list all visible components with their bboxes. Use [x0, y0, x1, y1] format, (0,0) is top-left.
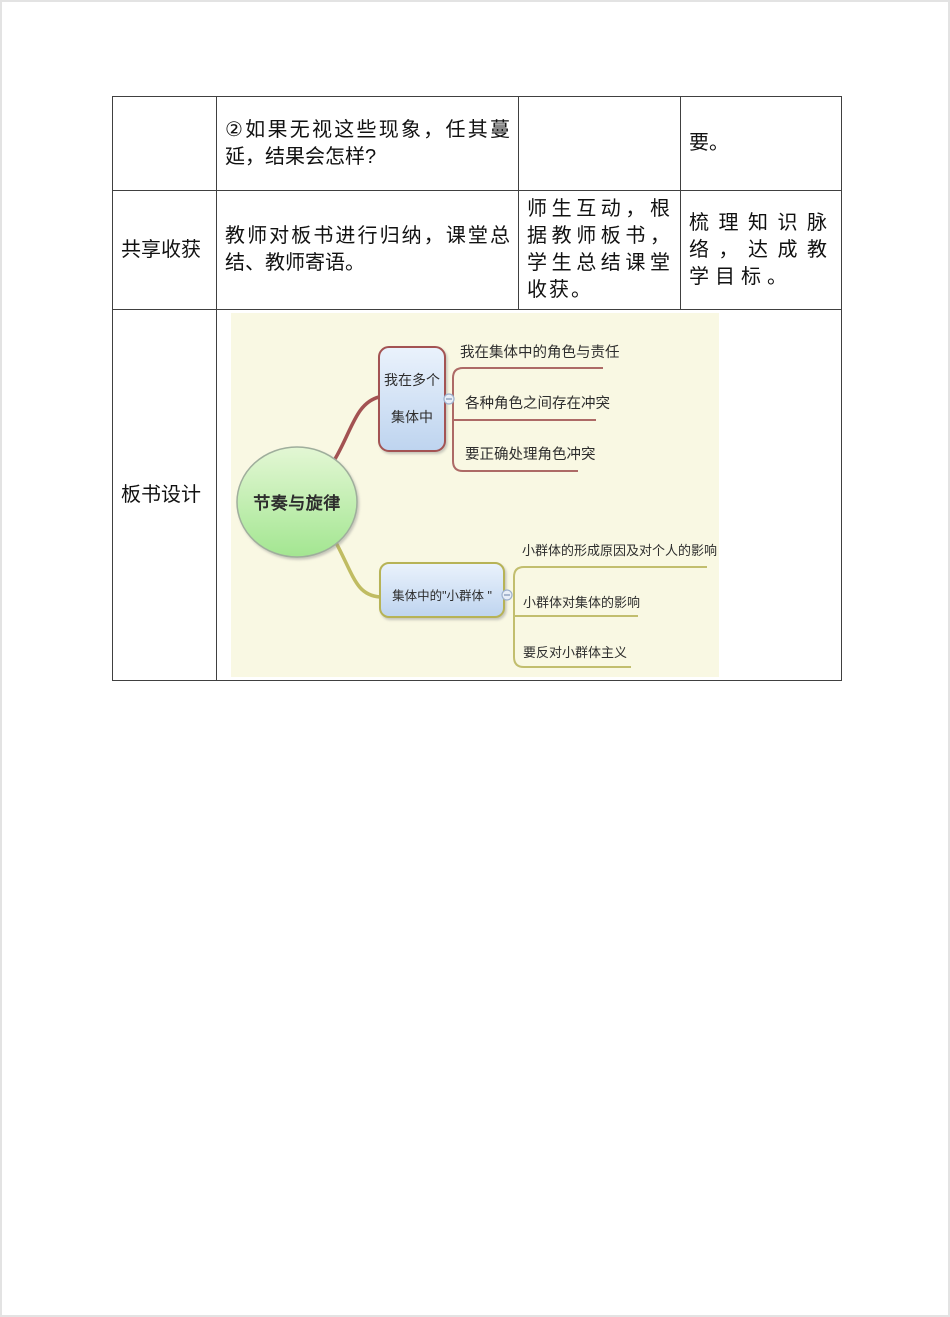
- teacher-activity-cell: 教师对板书进行归纳，课堂总结、教师寄语。: [216, 190, 519, 310]
- branch1-subtopic-3: 要正确处理角色冲突: [465, 446, 596, 463]
- branch2-subtopic-1: 小群体的形成原因及对个人的影响: [522, 543, 717, 558]
- branch1-collapse-icon: [443, 393, 455, 405]
- branch2-collapse-icon: [501, 589, 513, 601]
- stage-cell: 共享收获: [112, 190, 217, 310]
- student-cell-empty: [518, 96, 681, 191]
- branch1-curve: [333, 395, 381, 461]
- branch2-node: [379, 562, 505, 618]
- branch1-subtopic-1: 我在集体中的角色与责任: [460, 344, 620, 361]
- branch1-label-line2: 集体中: [391, 409, 433, 425]
- branch2-subtopic-2: 小群体对集体的影响: [523, 595, 640, 610]
- stage-cell-empty: [112, 96, 217, 191]
- mindmap-image: 节奏与旋律 我在多个 集体中 集体中的"小群体 " 我在集体中的角色与责任 各种…: [231, 313, 719, 677]
- intent-tail-cell: 要。: [680, 96, 842, 191]
- branch2-subtopic-3: 要反对小群体主义: [523, 645, 627, 660]
- branch2-subtopic-lines: [513, 566, 707, 668]
- branch1-subtopic-2: 各种角色之间存在冲突: [465, 395, 610, 412]
- branch1-label-line1: 我在多个: [384, 372, 440, 388]
- table-row-board-design: 板书设计: [112, 309, 842, 681]
- central-topic-label: 节奏与旋律: [253, 493, 341, 513]
- table-row-continuation: ②如果无视这些现象，任其蔓延，结果会怎样? 要。: [112, 96, 842, 191]
- teacher-question-cell: ②如果无视这些现象，任其蔓延，结果会怎样?: [216, 96, 519, 191]
- lesson-plan-table: ②如果无视这些现象，任其蔓延，结果会怎样? 要。 共享收获 教师对板书进行归纳，…: [112, 96, 842, 681]
- student-activity-cell: 师生互动，根据教师板书，学生总结课堂收获。: [518, 190, 681, 310]
- table-row-shared-harvest: 共享收获 教师对板书进行归纳，课堂总结、教师寄语。 师生互动，根据教师板书，学生…: [112, 190, 842, 310]
- branch2-curve: [330, 533, 382, 599]
- design-intent-cell: 梳理知识脉络，达成教学目标。: [680, 190, 842, 310]
- branch2-label: 集体中的"小群体 ": [392, 588, 492, 603]
- stage-cell-board-design: 板书设计: [112, 309, 217, 681]
- branch1-subtopic-lines: [452, 367, 603, 472]
- board-design-content-cell: 节奏与旋律 我在多个 集体中 集体中的"小群体 " 我在集体中的角色与责任 各种…: [216, 309, 842, 681]
- central-topic-ellipse: [236, 446, 358, 558]
- branch1-node: [378, 346, 446, 452]
